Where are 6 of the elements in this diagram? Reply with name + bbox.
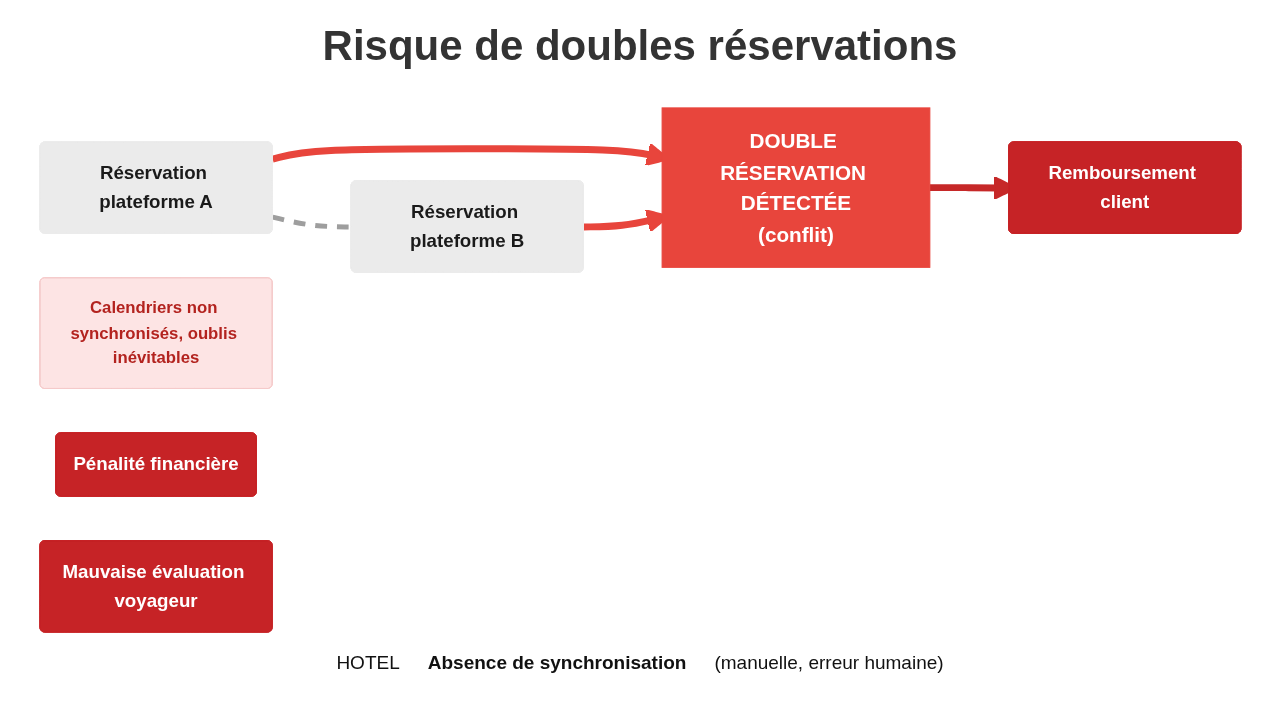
node-box: DOUBLE RÉSERVATION DÉTECTÉE (conflit) (661, 107, 930, 268)
connector (271, 214, 352, 230)
label-text: Absence de synchronisation (427, 652, 687, 674)
label-text: HOTEL (336, 652, 400, 674)
label-text: (manuelle, erreur humaine) (714, 652, 944, 674)
title: Risque de doubles réservations (321, 22, 959, 70)
